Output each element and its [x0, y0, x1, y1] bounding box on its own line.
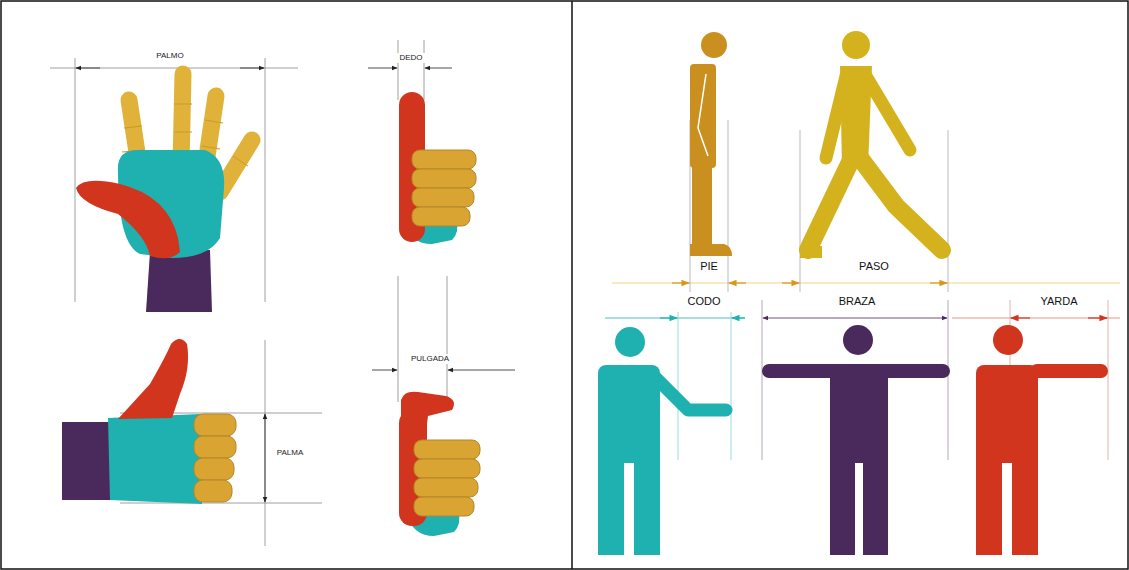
- dimension-label: PALMO: [154, 51, 185, 60]
- dedo-dimension: [368, 40, 452, 100]
- thumb-up-hand: [399, 92, 476, 244]
- dimension-label: PASO: [857, 260, 891, 273]
- elbow-figure: [598, 327, 726, 555]
- one-arm-figure: [976, 325, 1108, 555]
- dimension-label: PIE: [698, 260, 720, 273]
- dimension-label: YARDA: [1038, 295, 1079, 308]
- dimension-label: DEDO: [397, 53, 424, 62]
- arms-out-figure: [762, 325, 950, 555]
- open-hand: [76, 74, 252, 312]
- dimension-label: CODO: [686, 295, 723, 308]
- side-fist-hand: [62, 339, 236, 504]
- standing-figure: [690, 32, 732, 256]
- thumb-bent-hand: [399, 392, 480, 536]
- dimension-label: BRAZA: [837, 295, 878, 308]
- dimension-label: PULGADA: [409, 354, 451, 363]
- dimension-label: PALMA: [275, 448, 306, 457]
- walking-figure: [800, 31, 942, 258]
- pulgada-dimension: [372, 276, 515, 402]
